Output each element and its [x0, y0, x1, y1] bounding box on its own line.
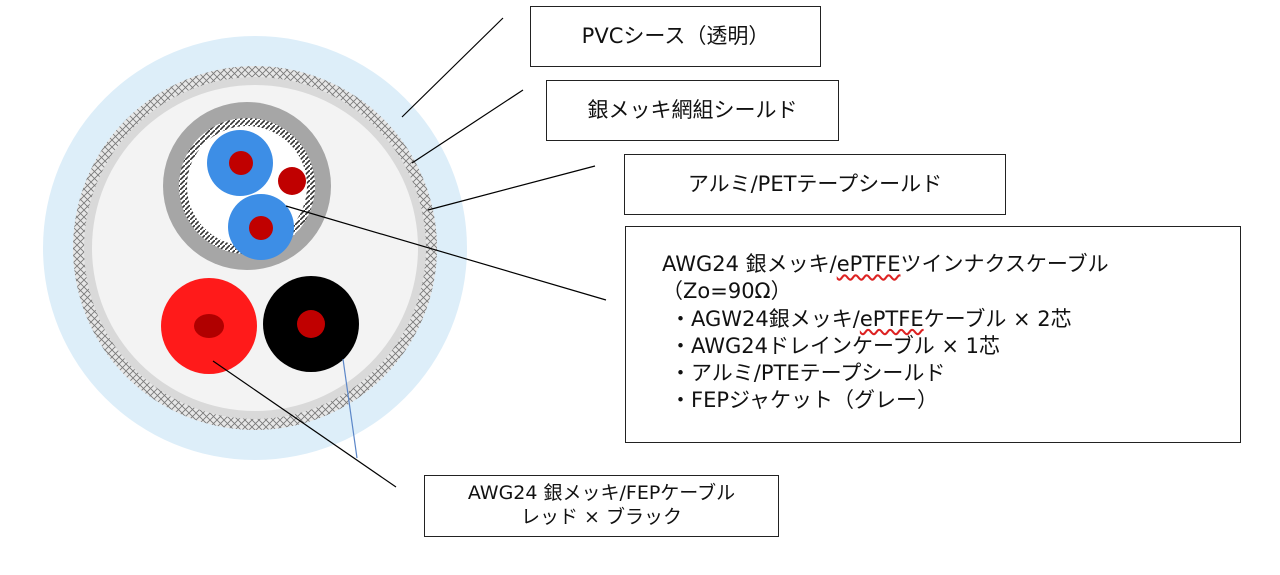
- leader-line-braid: [411, 89, 524, 164]
- leader-line-fep-alt: [342, 358, 358, 459]
- twinax-title-eptfe: ePTFE: [836, 252, 901, 276]
- twinax-bullet-conductors-suffix: ケーブル × 2芯: [923, 306, 1072, 331]
- twinax-bullet-tape-shield: ・アルミ/PTEテープシールド: [670, 361, 946, 386]
- black-fep-cable-core: [297, 310, 325, 338]
- red-fep-cable-core: [194, 314, 224, 338]
- twinax-conductor-core-2: [249, 216, 273, 240]
- leader-line-al-pet: [427, 165, 596, 211]
- twinax-impedance-line: （Zo=90Ω）: [662, 279, 792, 304]
- label-twinax-cable: AWG24 銀メッキ/ePTFEツインナクスケーブル （Zo=90Ω） ・AGW…: [625, 226, 1241, 443]
- label-pvc-sheath-text: PVCシース（透明）: [581, 23, 770, 48]
- twinax-bullet-conductors-eptfe: ePTFE: [859, 306, 924, 331]
- leader-line-twinax: [285, 205, 607, 301]
- twinax-title-prefix: AWG24 銀メッキ/: [662, 252, 837, 276]
- twinax-bullet-conductors: ・AGW24銀メッキ/ePTFEケーブル × 2芯: [662, 306, 1240, 333]
- label-fep-cable-line2: レッド × ブラック: [521, 506, 682, 528]
- leader-line-fep: [212, 360, 397, 488]
- label-fep-cable: AWG24 銀メッキ/FEPケーブル レッド × ブラック: [424, 475, 779, 537]
- label-fep-cable-line1: AWG24 銀メッキ/FEPケーブル: [467, 482, 736, 505]
- label-silver-braid-shield-text: 銀メッキ網組シールド: [587, 97, 798, 122]
- twinax-title-suffix: ツインナクスケーブル: [900, 252, 1109, 276]
- label-al-pet-tape-shield-text: アルミ/PETテープシールド: [687, 171, 943, 196]
- twinax-title-line: AWG24 銀メッキ/ePTFEツインナクスケーブル: [662, 251, 1240, 278]
- twinax-drain-wire: [278, 167, 306, 195]
- leader-line-pvc: [401, 17, 504, 118]
- label-silver-braid-shield: 銀メッキ網組シールド: [546, 80, 839, 141]
- twinax-bullet-drain: ・AWG24ドレインケーブル × 1芯: [670, 333, 1001, 358]
- label-pvc-sheath: PVCシース（透明）: [530, 6, 821, 67]
- twinax-bullet-jacket: ・FEPジャケット（グレー）: [670, 388, 938, 413]
- twinax-conductor-core-1: [229, 151, 253, 175]
- twinax-bullet-conductors-prefix: ・AGW24銀メッキ/: [670, 306, 860, 331]
- label-al-pet-tape-shield: アルミ/PETテープシールド: [624, 154, 1006, 215]
